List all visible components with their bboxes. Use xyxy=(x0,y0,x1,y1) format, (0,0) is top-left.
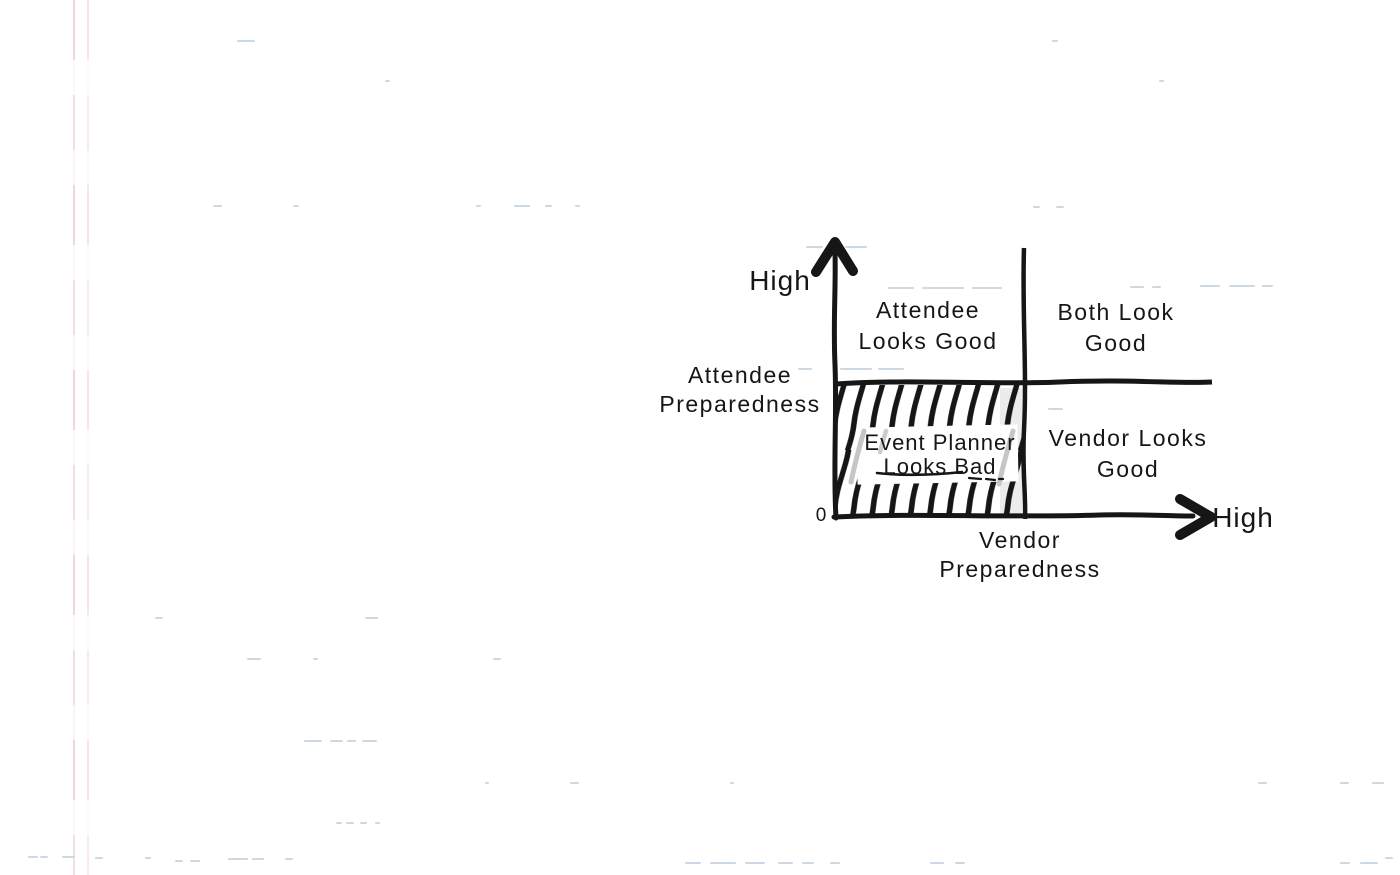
label-box xyxy=(856,424,1019,485)
horizontal-divider xyxy=(835,378,1213,387)
gray-stroke xyxy=(877,428,889,455)
quadrant-top-left-label: Attendee Looks Good xyxy=(858,297,998,354)
y-axis xyxy=(831,249,839,521)
y-axis-arrowhead xyxy=(811,237,858,277)
quadrant-bottom-right-label: Vendor Looks Good xyxy=(1048,425,1208,482)
quadrant-top-right-label: Both Look Good xyxy=(1057,299,1175,356)
underline xyxy=(875,470,964,477)
quadrant-bottom-left-label: Event Planner Looks Bad xyxy=(864,430,1016,479)
gray-stroke xyxy=(848,428,867,485)
origin-label: 0 xyxy=(815,505,827,526)
underline-dashes xyxy=(967,476,1005,482)
x-axis-title: Vendor Preparedness xyxy=(939,527,1101,582)
x-axis xyxy=(831,512,1196,520)
x-axis-high-label: High xyxy=(1212,502,1274,533)
vertical-divider xyxy=(1021,247,1028,520)
x-axis-arrowhead xyxy=(1175,494,1216,540)
y-axis-title: Attendee Preparedness xyxy=(659,362,821,417)
y-axis-high-label: High xyxy=(749,265,811,296)
